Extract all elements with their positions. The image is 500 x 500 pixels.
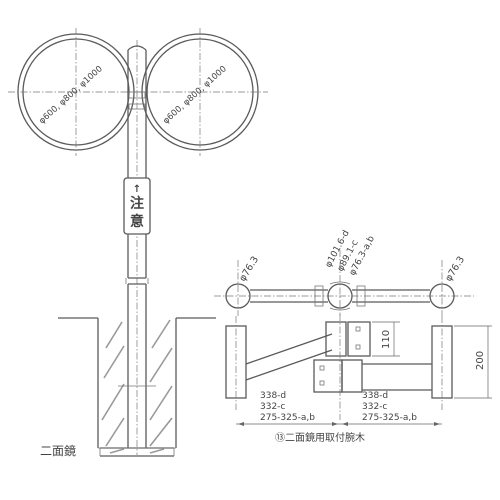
right-dim-1: 338-d: [362, 391, 388, 401]
caution-sign: ↑ 注 意: [123, 177, 151, 235]
ground-foundation: [58, 317, 216, 457]
mounting-arm-detail: φ76.3 φ76.3 φ101.6-d φ89.1-c φ76.3-a,b: [214, 229, 492, 444]
arm-plan-view: [214, 250, 474, 316]
right-dim-3: 275-325-a,b: [362, 413, 417, 423]
height-small-label: 110: [381, 330, 392, 349]
left-dim-3: 275-325-a,b: [260, 413, 315, 423]
caution-sign-text-2: 意: [130, 213, 144, 230]
pipe-right-label: φ76.3: [443, 255, 467, 284]
left-dim-1: 338-d: [260, 391, 286, 401]
arm-front-view: [225, 314, 492, 426]
mirror-pole-elevation: φ600, φ800, φ1000 φ600, φ800, φ1000 ↑ 注 …: [8, 28, 268, 458]
caution-sign-arrow: ↑: [133, 184, 141, 195]
pole: [125, 40, 149, 455]
caution-sign-text-1: 注: [130, 195, 144, 212]
pipe-left-label: φ76.3: [237, 255, 261, 284]
height-large-label: 200: [475, 351, 486, 370]
left-dim-2: 332-c: [260, 402, 285, 412]
product-label: 二面鏡: [40, 443, 76, 458]
right-mirror-size-label: φ600, φ800, φ1000: [161, 64, 228, 126]
left-mirror-size-label: φ600, φ800, φ1000: [37, 64, 104, 126]
right-dim-2: 332-c: [362, 402, 387, 412]
bracket-caption: ⑬二面鏡用取付腕木: [275, 431, 365, 444]
